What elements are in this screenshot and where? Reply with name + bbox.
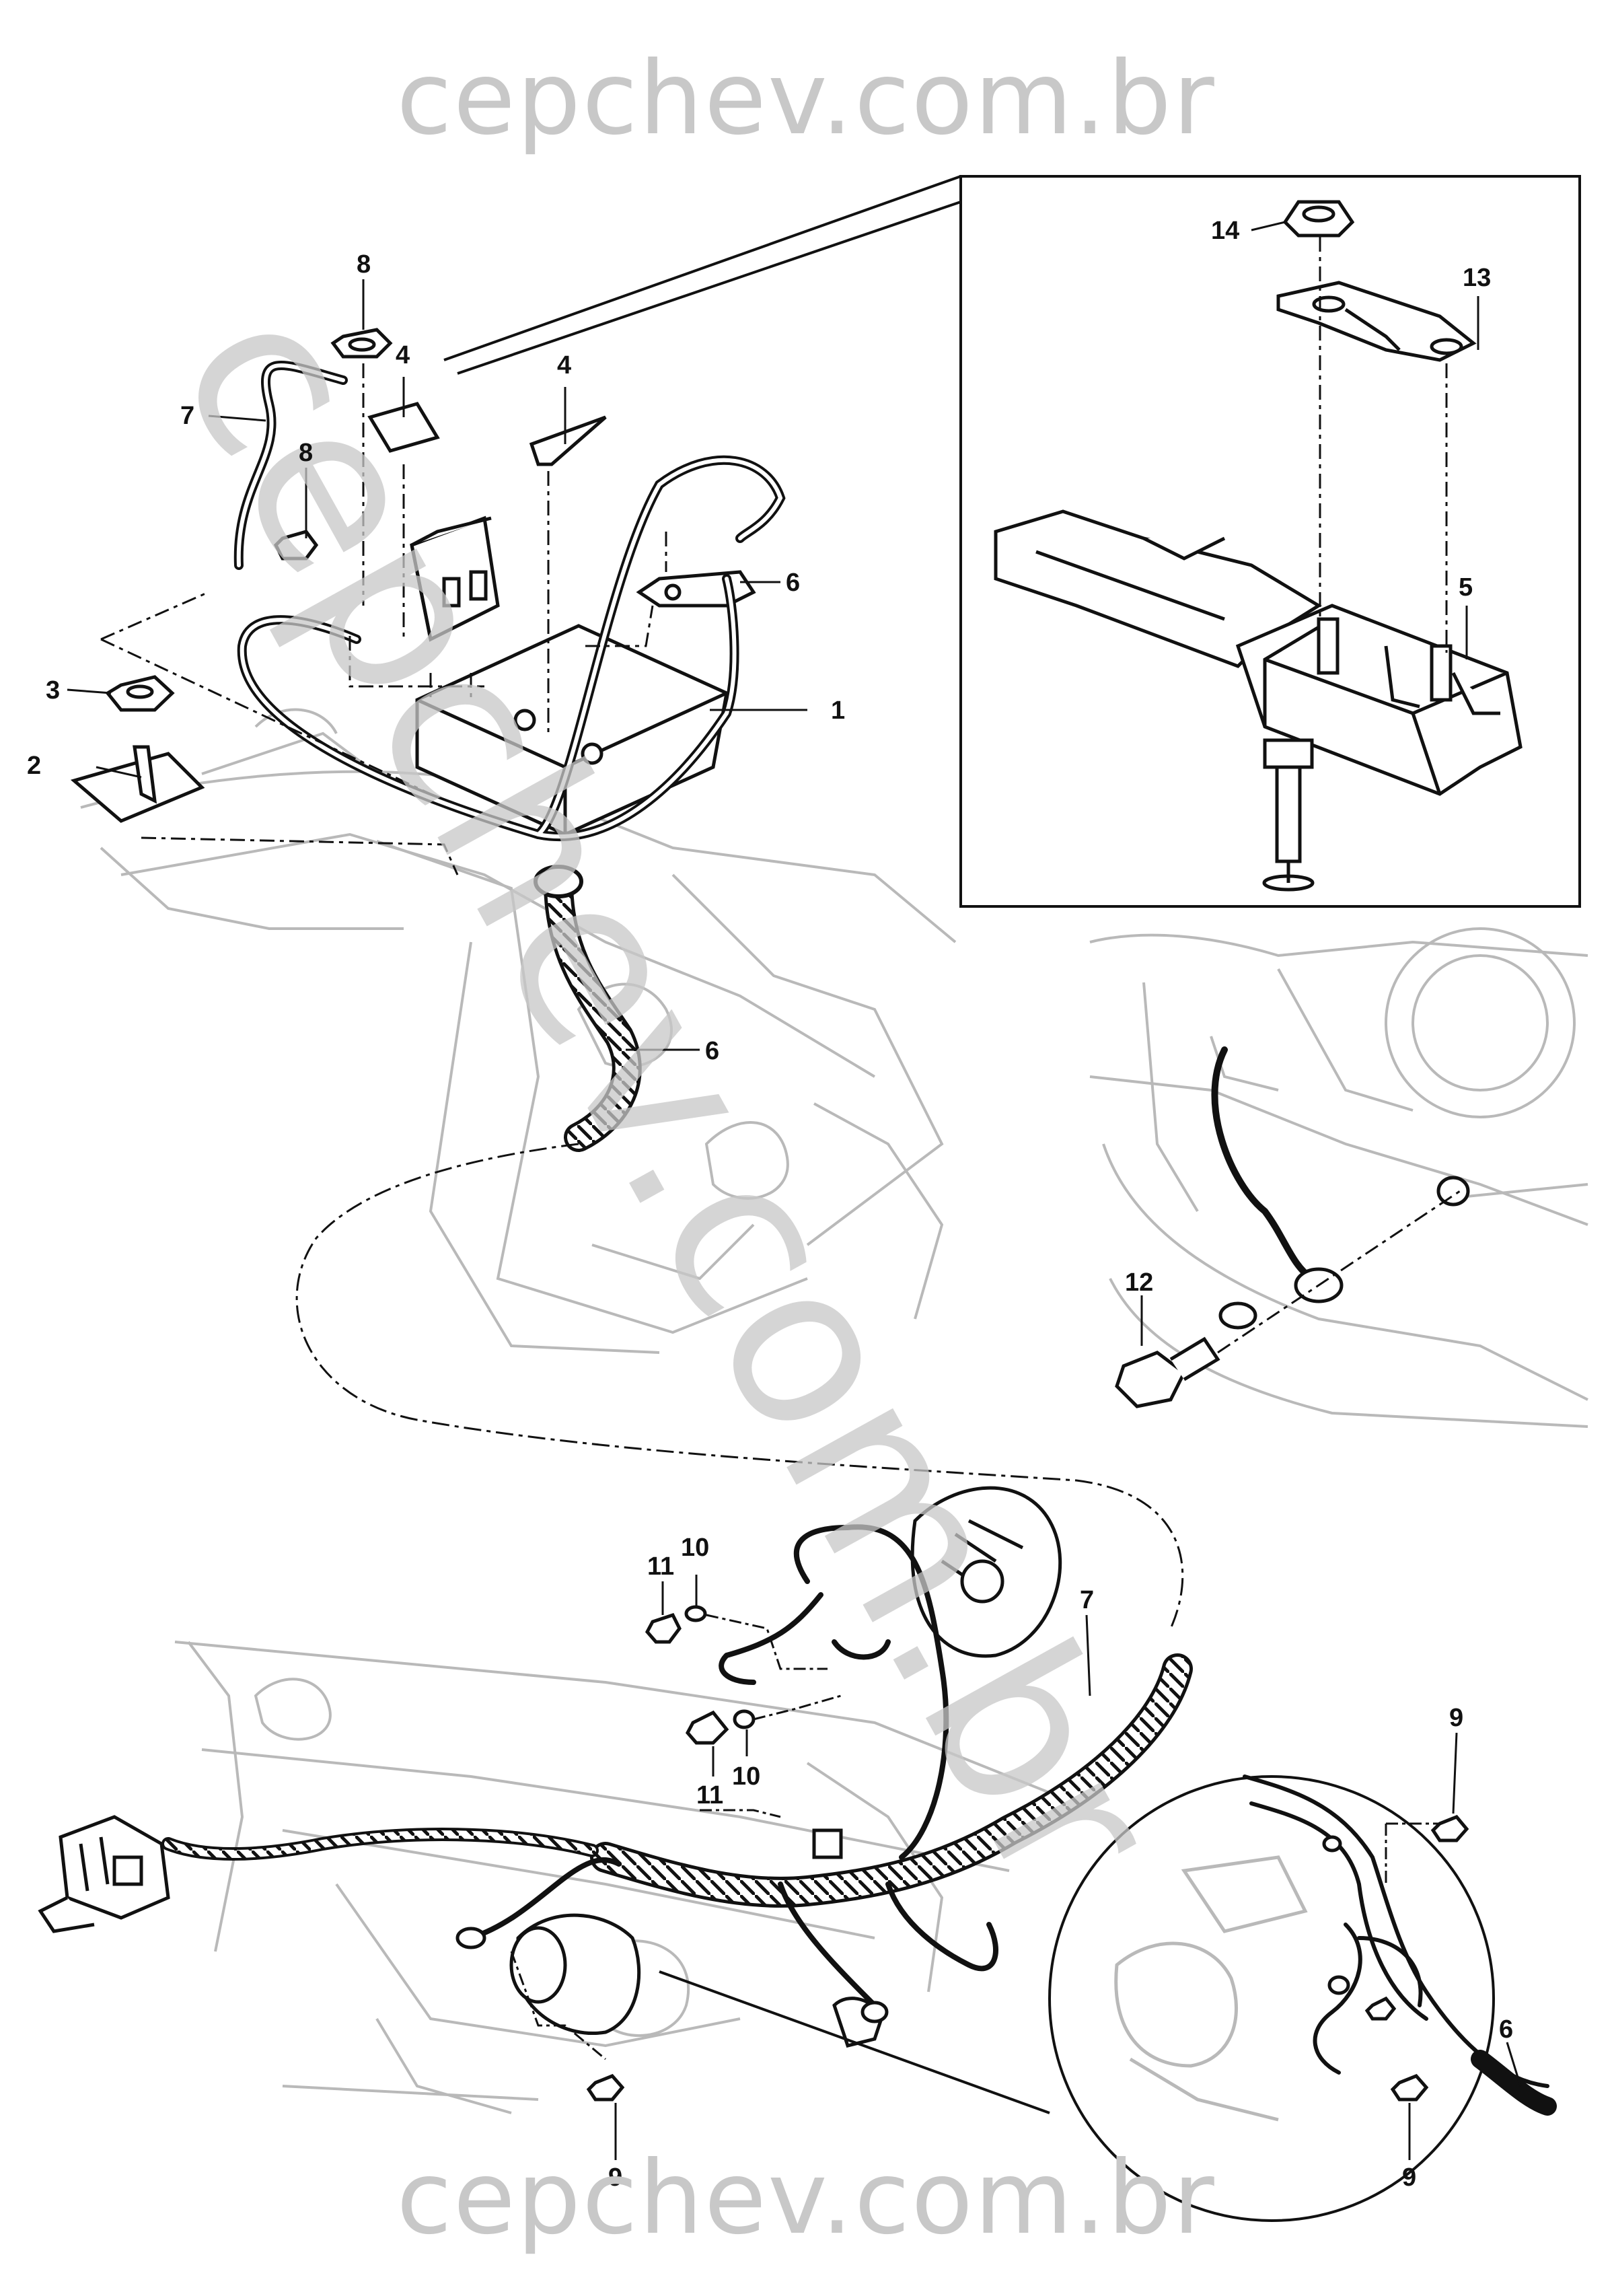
tray-bracket-part: [70, 745, 205, 823]
watermark-diagonal: cepchev.com.br: [129, 264, 1210, 1931]
grommet-part: [534, 865, 583, 898]
clip-4-parts: [367, 402, 607, 466]
callout-4-left: 4: [396, 341, 410, 369]
callout-11-top: 11: [647, 1552, 674, 1581]
detail-circle-leaders: [1385, 1822, 1440, 1884]
engine-background-top: [80, 708, 957, 1354]
callout-2: 2: [27, 752, 41, 780]
connection-loop-line: [295, 1143, 1184, 1629]
ground-strap-right: [1211, 1046, 1315, 1282]
leader-lines-top: [100, 363, 667, 875]
callout-leaders: [67, 221, 1522, 2160]
callout-11-bottom: 11: [696, 1781, 723, 1809]
callout-14: 14: [1211, 217, 1239, 245]
callout-1: 1: [831, 696, 845, 725]
detail-circle: [659, 1775, 1495, 2222]
detail-circle-harness: [1471, 2050, 1557, 2116]
callout-9-detail-top: 9: [1449, 1704, 1463, 1732]
leader-lines-alternator: [706, 1614, 842, 1721]
harness-6-top-corrugation: [547, 870, 638, 1149]
detail-inset-box: [443, 175, 1581, 908]
callout-9-bottom: 9: [608, 2163, 622, 2192]
busbar-plate-part: [1276, 281, 1477, 362]
fuse-module-part: [410, 515, 500, 642]
washer-nut-10-11-parts: [645, 1605, 756, 1745]
starter-cables: [468, 1857, 998, 2008]
callout-7-top: 7: [180, 402, 194, 430]
callout-labels: 1 2 3 4 4 5 6 6 6 7 7 8 8 9 9 9 10 10 11…: [27, 217, 1513, 2192]
detail-circle-nuts: [1322, 1815, 1469, 2102]
alternator-part: [910, 1486, 1062, 1658]
callout-4-right: 4: [557, 351, 571, 380]
callout-6-middle: 6: [705, 1037, 719, 1065]
detail-circle-parts: [1114, 1855, 1308, 2122]
battery-part: [415, 624, 729, 836]
inset-leader-lines: [1319, 237, 1448, 653]
callout-10-bottom: 10: [732, 1762, 760, 1791]
callout-13: 13: [1463, 264, 1491, 292]
alternator-cables: [719, 1524, 949, 1860]
terminal-stud-cable: [1262, 738, 1315, 892]
callout-12: 12: [1125, 1268, 1153, 1297]
ring-terminals-bottom: [455, 1828, 889, 2023]
ground-cable-7-inner: [236, 363, 345, 567]
terminal-box-part: [1235, 604, 1523, 796]
watermark-bottom: cepchev.com.br: [396, 2140, 1216, 2257]
nut-3-part: [105, 675, 175, 712]
callout-6-top: 6: [786, 569, 800, 597]
nut-9-bottom: [586, 2074, 625, 2102]
harness-to-connector-inner: [164, 1830, 596, 1858]
callout-8-middle: 8: [299, 439, 313, 467]
nut-part: [1282, 200, 1355, 238]
leader-lines-bottom: [510, 1809, 781, 2060]
callout-5: 5: [1459, 573, 1473, 602]
bracket-6-part: [636, 570, 756, 608]
harness-7-bottom-corrugation: [593, 1657, 1189, 1904]
engine-background-right: [1089, 927, 1588, 1428]
callout-8-top: 8: [357, 250, 371, 279]
bolt-12-part: [1115, 1336, 1220, 1408]
positive-cable-1-inner: [240, 458, 783, 839]
callout-9-detail-bottom: 9: [1402, 2163, 1416, 2192]
starter-solenoid-part: [509, 1913, 883, 2048]
callout-6-detail: 6: [1499, 2015, 1513, 2044]
bolt-leader-line: [1217, 1190, 1461, 1354]
callout-7-bottom: 7: [1080, 1586, 1094, 1614]
watermark-top: cepchev.com.br: [396, 40, 1216, 157]
callout-3: 3: [46, 676, 60, 705]
harness-connector-part: [38, 1815, 170, 1933]
callout-10-top: 10: [681, 1534, 709, 1562]
